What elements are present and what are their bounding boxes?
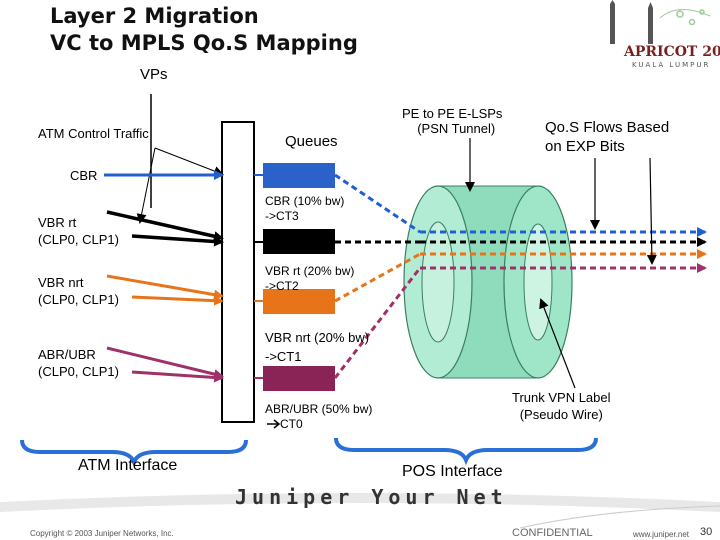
atm-control-label: ATM Control Traffic: [38, 126, 149, 141]
arrow-right-icon: [267, 419, 281, 429]
atm-control-arrow-1: [154, 147, 224, 176]
abr-input-arrow-2: [131, 370, 224, 383]
pe-lsps-line1: PE to PE E-LSPs: [402, 106, 503, 121]
url-text: www.juniper.net: [633, 530, 690, 539]
brand-wordmark: Juniper Your Net: [235, 485, 508, 509]
qos-flows-line1: Qo.S Flows Based: [545, 119, 670, 136]
vbrrt-line1: VBR rt: [38, 215, 77, 230]
logo-subtext: KUALA LUMPUR: [632, 61, 710, 69]
vbrnrt-label: VBR nrt (CLP0, CLP1): [38, 274, 119, 308]
queue-vbrnrt-line2: ->CT1: [265, 349, 302, 364]
psn-tunnel: [403, 185, 573, 379]
pos-interface-brace: [334, 437, 598, 466]
queues-label: Queues: [285, 133, 338, 150]
apricot-logo: APRICOT 2004 KUALA LUMPUR: [610, 0, 720, 69]
atm-interface-label: ATM Interface: [78, 457, 178, 474]
trunk-pointer: [539, 298, 576, 389]
queue-vbrrt: [263, 229, 335, 254]
cbr-label: CBR: [70, 168, 98, 183]
queue-cbr: [263, 163, 335, 188]
logo-text: APRICOT 2004: [623, 44, 720, 60]
trunk-line1: Trunk VPN Label: [512, 390, 611, 405]
abr-line1: ABR/UBR: [38, 347, 96, 362]
queue-cbr-line2: ->CT3: [265, 209, 299, 223]
vbrrt-input-arrow-2: [131, 234, 224, 247]
queue-vbrrt-line2: ->CT2: [265, 279, 299, 293]
vbrnrt-input-arrow-1: [106, 274, 224, 300]
trunk-label: Trunk VPN Label (Pseudo Wire): [512, 389, 611, 423]
queue-abr-label: ABR/UBR (50% bw) CT0: [265, 402, 372, 432]
tower-left-icon: [610, 4, 615, 44]
abr-label: ABR/UBR (CLP0, CLP1): [38, 346, 119, 380]
pos-interface-label: POS Interface: [402, 463, 503, 480]
queue-vbrnrt-label: VBR nrt (20% bw) ->CT1: [265, 328, 369, 366]
footer-bar: Juniper Your Net Copyright © 2003 Junipe…: [0, 485, 720, 540]
tower-right-icon: [648, 8, 653, 44]
queue-abr-line2: CT0: [280, 417, 303, 431]
queue-vbrnrt: [263, 289, 335, 314]
abr-input-arrow-1: [106, 346, 224, 379]
atm-interface-brace: [20, 439, 248, 468]
page-number: 30: [700, 526, 713, 538]
queue-vbrrt-line1: VBR rt (20% bw): [265, 264, 355, 278]
confidential-text: CONFIDENTIAL: [512, 527, 593, 539]
abr-flow-in: [333, 267, 422, 379]
slide-title-line1: Layer 2 Migration: [50, 4, 259, 28]
atm-control-arrow-2: [136, 147, 156, 224]
queue-vbrnrt-line1: VBR nrt (20% bw): [265, 330, 370, 345]
vbrnrt-flow-in: [334, 252, 421, 303]
qos-pointer-2: [646, 157, 657, 265]
pe-lsps-label: PE to PE E-LSPs (PSN Tunnel): [402, 106, 502, 136]
vps-label: VPs: [140, 66, 168, 83]
qos-flows-label: Qo.S Flows Based on EXP Bits: [545, 118, 669, 156]
queue-cbr-label: CBR (10% bw) ->CT3: [265, 194, 344, 224]
slide-title-line2: VC to MPLS Qo.S Mapping: [50, 31, 358, 55]
pe-lsps-line2: (PSN Tunnel): [417, 121, 496, 136]
copyright-text: Copyright © 2003 Juniper Networks, Inc.: [30, 529, 174, 538]
vbrrt-label: VBR rt (CLP0, CLP1): [38, 214, 119, 248]
queue-cbr-line1: CBR (10% bw): [265, 194, 345, 208]
queue-abr-line1: ABR/UBR (50% bw): [265, 402, 373, 416]
vbrnrt-line2: (CLP0, CLP1): [38, 292, 119, 307]
abr-line2: (CLP0, CLP1): [38, 364, 119, 379]
qos-flows-line2: on EXP Bits: [545, 138, 625, 155]
vbrrt-line2: (CLP0, CLP1): [38, 232, 119, 247]
vbrnrt-line1: VBR nrt: [38, 275, 84, 290]
cbr-flow-in: [334, 173, 421, 234]
vbrrt-input-arrow-1: [106, 210, 224, 242]
trunk-line2: (Pseudo Wire): [519, 407, 603, 422]
queue-vbrrt-label: VBR rt (20% bw) ->CT2: [265, 264, 354, 294]
atm-interface-box: [221, 121, 255, 423]
queue-abr: [263, 366, 335, 391]
vbrnrt-input-arrow-2: [131, 295, 224, 306]
